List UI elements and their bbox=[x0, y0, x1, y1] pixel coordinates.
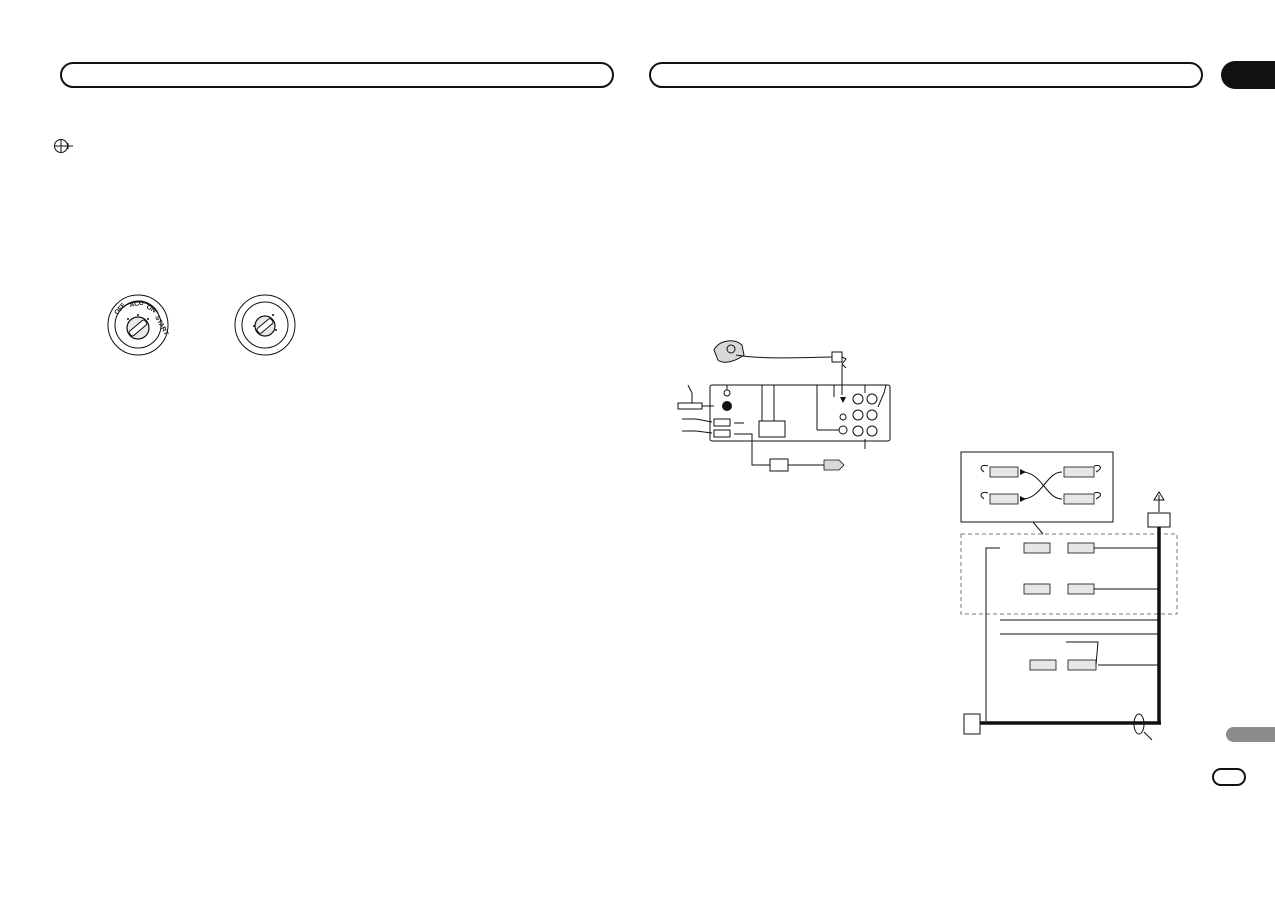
ignition-position-off: OFF bbox=[113, 302, 127, 316]
ignition-switch-acc-illustration: OFF ACC ON START bbox=[107, 294, 169, 356]
ignition-switch-no-acc-illustration bbox=[234, 294, 296, 356]
rear-panel-diagram bbox=[677, 340, 891, 472]
right-header-pill bbox=[649, 62, 1203, 88]
rca-connector-icon bbox=[980, 465, 1101, 505]
important-icon bbox=[54, 139, 73, 153]
language-badge bbox=[1212, 768, 1246, 786]
wiring-diagram bbox=[960, 451, 1178, 741]
chapter-tab bbox=[1221, 61, 1275, 89]
ignition-position-acc: ACC bbox=[129, 300, 144, 309]
ignition-position-on: ON bbox=[145, 304, 157, 315]
microphone-icon bbox=[713, 340, 847, 395]
left-header-pill bbox=[60, 62, 614, 88]
section-tab bbox=[1226, 727, 1275, 742]
